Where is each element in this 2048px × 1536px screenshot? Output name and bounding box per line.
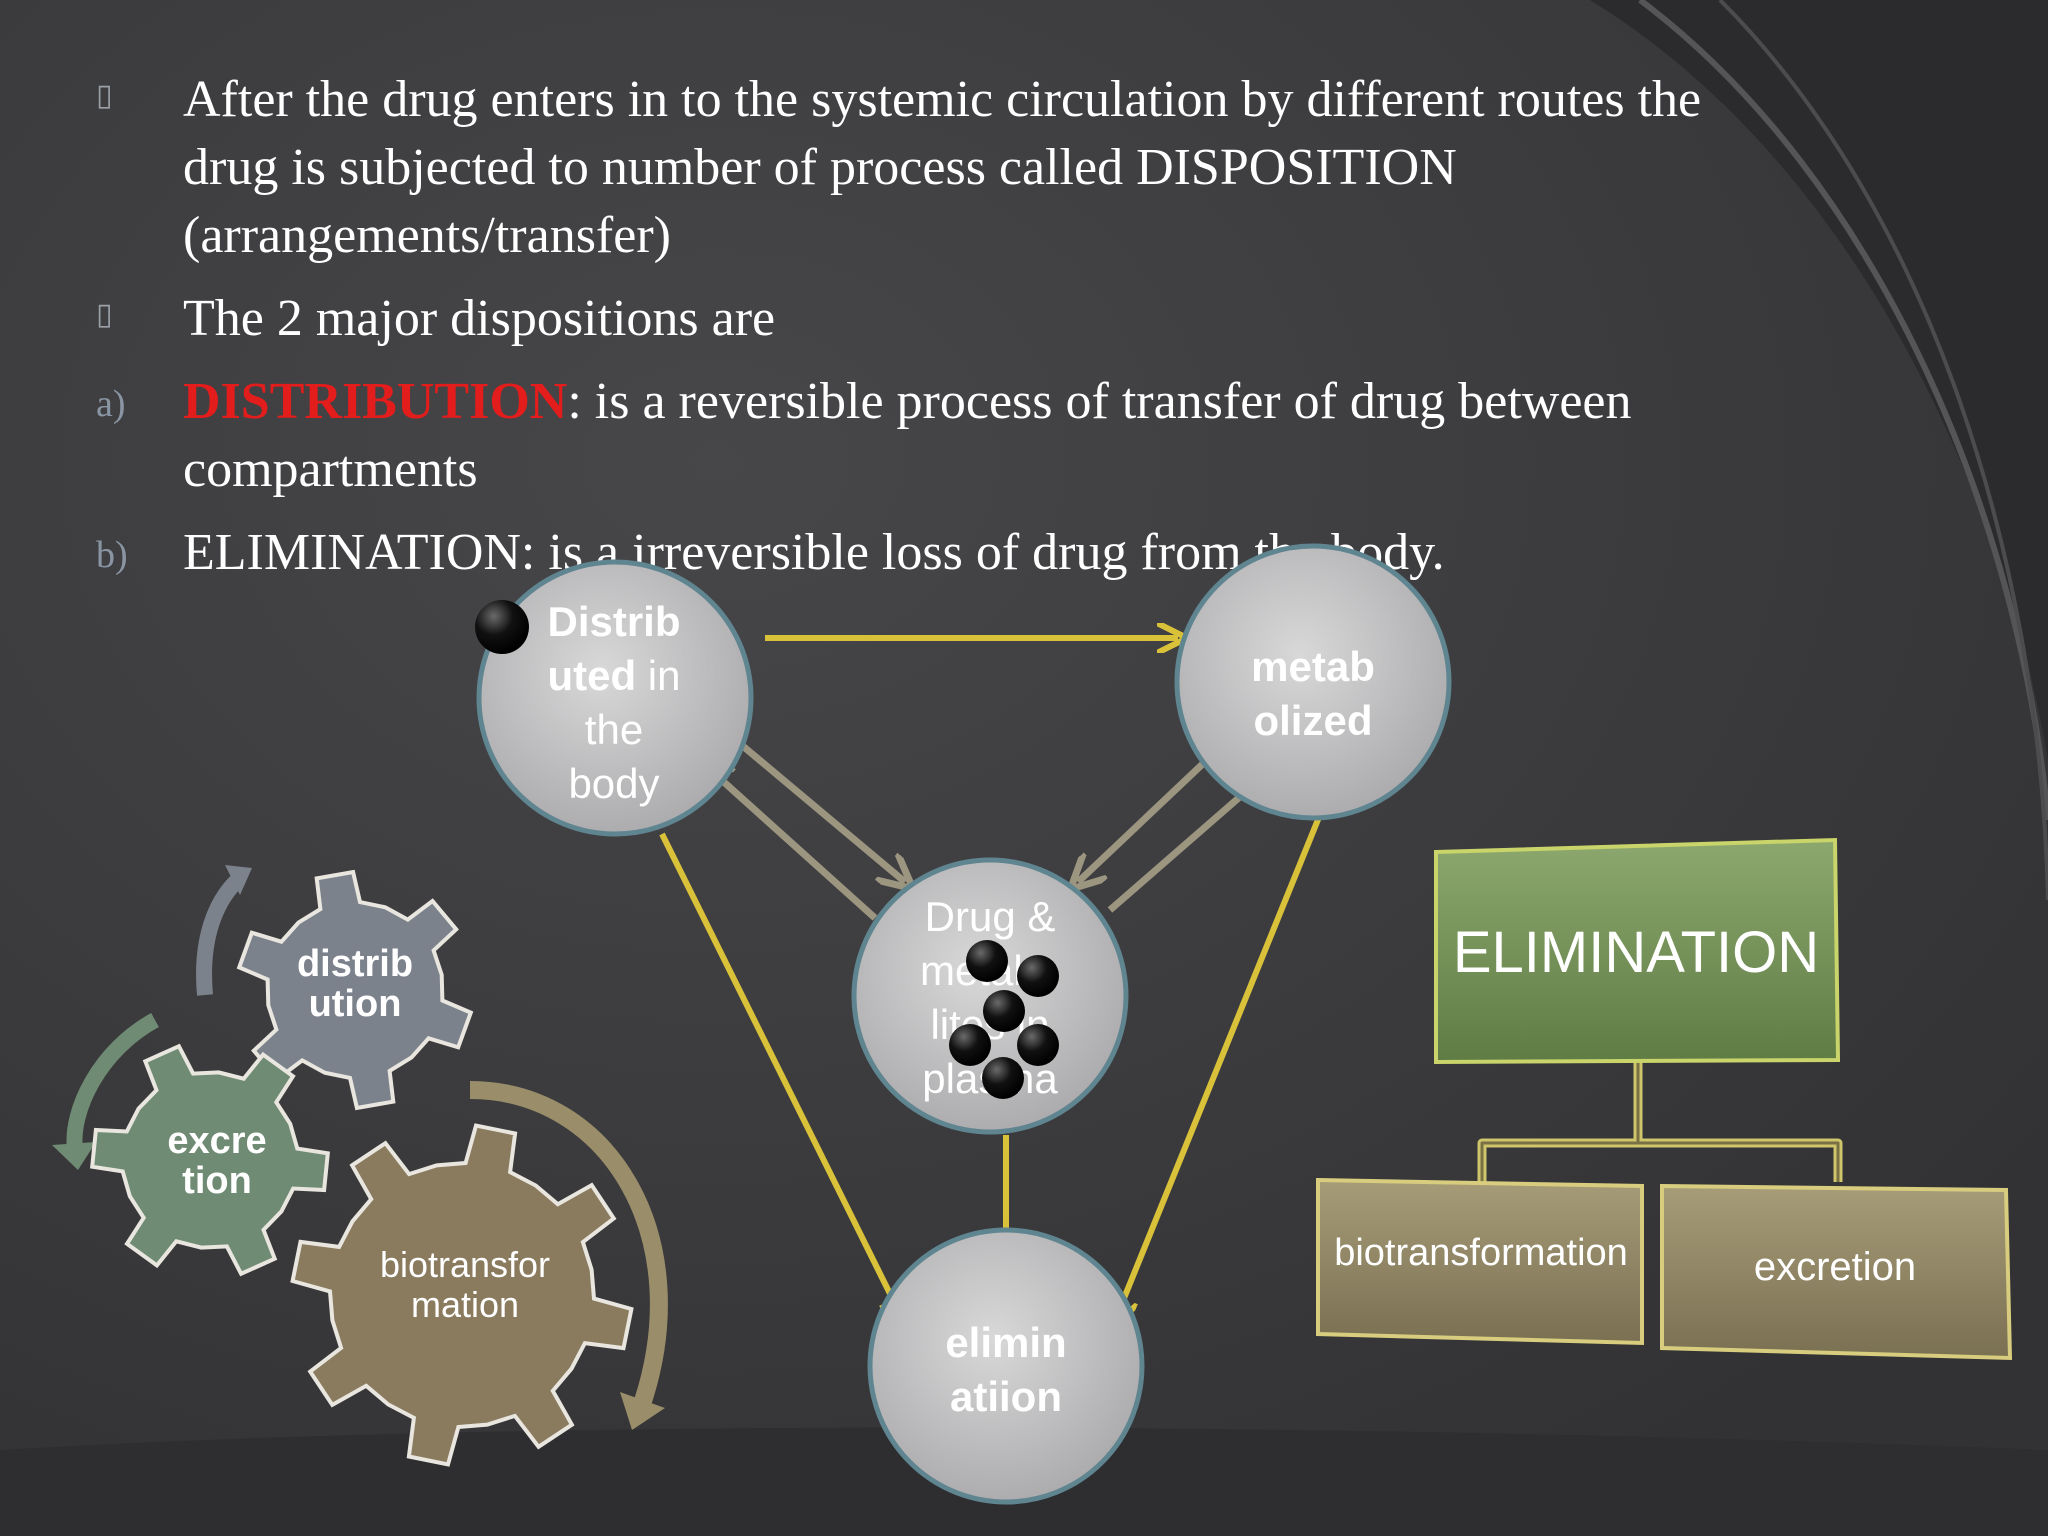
bullet-marker: ▯ [96,78,113,113]
arrow-plasma-to-distributed [706,766,878,921]
list-marker-a: a) [96,383,126,425]
arrow-distributed-to-elimination [659,832,902,1318]
excretion-text: excretion [1753,1245,1917,1289]
node-elimination: elimin atiion [867,1227,1145,1505]
excretion-box [1660,1183,2013,1361]
gear-biotransformation-shape [290,1123,634,1467]
bullet-text-line: (arrangements/transfer) [183,207,671,264]
gear-excretion-line1: excre [167,1120,266,1162]
node-metabolized-line2: olized [1253,697,1372,744]
node-distributed-circle [476,559,754,837]
drug-particle [949,1024,991,1066]
drug-particle [966,940,1008,982]
bullet-text-line: drug is subjected to number of process c… [183,139,1457,196]
cycle-arrow-gray-head [225,865,252,895]
node-metabolized-circle [1174,543,1452,821]
node-distributed-line2: uted in [547,652,680,699]
drug-particle [983,990,1025,1032]
node-elimination-line1: elimin [945,1319,1066,1366]
gear-biotransformation-line1: biotransfor [380,1244,550,1285]
cycle-arrows [659,638,1333,1318]
drug-particle [982,1057,1024,1099]
elimination-root-label: ELIMINATION [1453,920,1819,985]
node-distributed: Distrib uted in the body [475,559,754,837]
gear-biotransformation [290,1123,634,1467]
biotransformation-text: biotransformation [1334,1232,1628,1274]
elimination-hierarchy: ELIMINATION [1316,837,2013,1361]
bullet-marker: ▯ [96,297,113,332]
gear-distribution-line2: ution [309,983,402,1025]
gear-distribution-line1: distrib [297,943,413,985]
distribution-keyword: DISTRIBUTION [183,373,568,430]
node-distributed-line3: the [585,706,643,753]
bullet-text-line: compartments [183,441,478,498]
bullet-text-line: The 2 major dispositions are [183,290,776,347]
node-distributed-line2b: in [636,652,680,699]
bullet-text-line: After the drug enters in to the systemic… [183,71,1702,128]
drug-particle [475,600,529,654]
background-arc [1590,0,2048,760]
biotransformation-box [1316,1177,1644,1346]
gear-cycle: distrib ution excre tion biotransfor mat… [52,865,668,1467]
gear-distribution-shape [236,869,474,1111]
node-plasma-line1: Drug & [925,893,1056,940]
hierarchy-connector [1477,1062,1843,1182]
node-metabolized-line1: metab [1251,643,1375,690]
cycle-arrow-green-head [52,1142,96,1170]
gear-distribution [236,869,474,1111]
bullet-text-line: DISTRIBUTION: is a reversible process of… [183,368,1632,436]
arrow-metabolized-to-elimination [1116,788,1333,1318]
node-elimination-line2: atiion [950,1373,1062,1420]
elimination-root-box [1434,837,1841,1065]
cycle-arrow-green [66,1012,159,1151]
background-arc-line [1718,0,2048,901]
cycle-arrow-gray [196,871,246,996]
drug-particle [1017,955,1059,997]
gear-biotransformation-line2: mation [411,1284,519,1325]
cycle-arrow-tan [469,1081,668,1413]
gear-excretion-shape [90,1043,330,1277]
node-distributed-line2a: uted [547,652,636,699]
node-metabolized: metab olized [1174,543,1452,821]
node-elimination-circle [867,1227,1145,1505]
gear-excretion [90,1043,330,1277]
node-distributed-line1: Distrib [547,598,680,645]
cycle-arrow-tan-head [620,1392,665,1430]
hierarchy-connector-inner [1480,1062,1840,1182]
distribution-definition: : is a reversible process of transfer of… [567,373,1632,430]
arrow-distributed-to-plasma [735,739,905,882]
drug-particle [1017,1024,1059,1066]
gear-excretion-line2: tion [182,1160,252,1202]
drug-particles [949,940,1059,1099]
list-marker-b: b) [96,534,128,576]
node-distributed-line4: body [568,760,659,807]
